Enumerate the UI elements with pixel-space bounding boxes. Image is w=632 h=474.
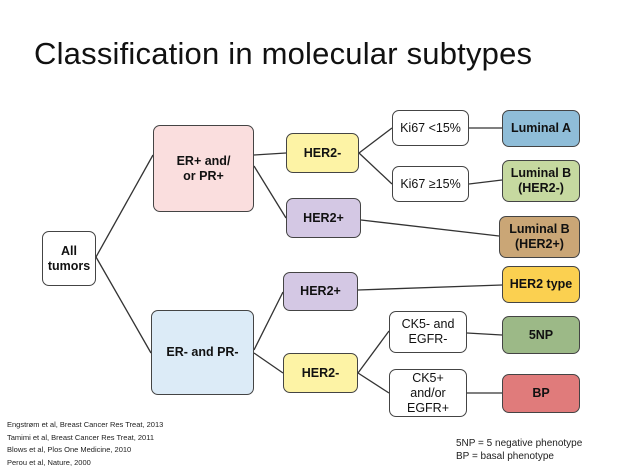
node-her2-negative-top: HER2-	[286, 133, 359, 173]
legend-item: 5NP = 5 negative phenotype	[456, 438, 583, 449]
node-her2-type: HER2 type	[502, 266, 580, 303]
connector-ck5neg-to-5np	[466, 332, 503, 336]
connector-her2neg-to-ki67low	[358, 127, 393, 154]
reference-item: Engstrøm et al, Breast Cancer Res Treat,…	[7, 420, 164, 429]
connector-erneg-to-her2neg	[253, 352, 284, 374]
connector-ki67high-to-luminalb	[468, 179, 503, 185]
node-luminal-a: Luminal A	[502, 110, 580, 147]
references: Engstrøm et al, Breast Cancer Res Treat,…	[7, 419, 163, 469]
connector-her2pos-to-her2type	[357, 284, 503, 291]
node-luminal-b-her2-negative: Luminal B (HER2-)	[502, 160, 580, 202]
slide-title: Classification in molecular subtypes	[34, 36, 533, 71]
reference-item: Perou et al, Nature, 2000	[7, 457, 91, 467]
node-her2-positive-bottom: HER2+	[283, 272, 358, 311]
node-all-tumors: All tumors	[42, 231, 96, 286]
connector-erpos-to-her2neg	[253, 152, 287, 156]
connector-her2neg-to-ck5neg	[357, 330, 390, 374]
node-ki67-low: Ki67 <15%	[392, 110, 469, 146]
node-ck5-negative: CK5- and EGFR-	[389, 311, 467, 353]
node-her2-negative-bottom: HER2-	[283, 353, 358, 393]
node-er-negative: ER- and PR-	[151, 310, 254, 395]
legend: 5NP = 5 negative phenotype BP = basal ph…	[456, 437, 582, 463]
node-luminal-b-her2-positive: Luminal B (HER2+)	[499, 216, 580, 258]
connector-her2pos-to-luminalb2	[360, 219, 500, 237]
node-ki67-high: Ki67 ≥15%	[392, 166, 469, 202]
connector-her2neg-to-ki67high	[358, 152, 393, 185]
node-her2-positive-top: HER2+	[286, 198, 361, 238]
connector-all-to-erneg	[95, 256, 152, 354]
legend-item: BP = basal phenotype	[456, 451, 554, 462]
node-5np: 5NP	[502, 316, 580, 354]
reference-item: Tamimi et al, Breast Cancer Res Treat, 2…	[7, 432, 155, 442]
connector-all-to-erpos	[95, 154, 154, 258]
connector-erpos-to-her2pos	[253, 165, 287, 219]
reference-item: Blows et al, Plos One Medicine, 2010	[7, 445, 132, 454]
node-er-positive: ER+ and/ or PR+	[153, 125, 254, 212]
node-ck5-positive: CK5+ and/or EGFR+	[389, 369, 467, 417]
connector-her2neg-to-ck5pos	[357, 372, 390, 394]
connector-erneg-to-her2pos	[253, 291, 284, 351]
node-bp: BP	[502, 374, 580, 413]
